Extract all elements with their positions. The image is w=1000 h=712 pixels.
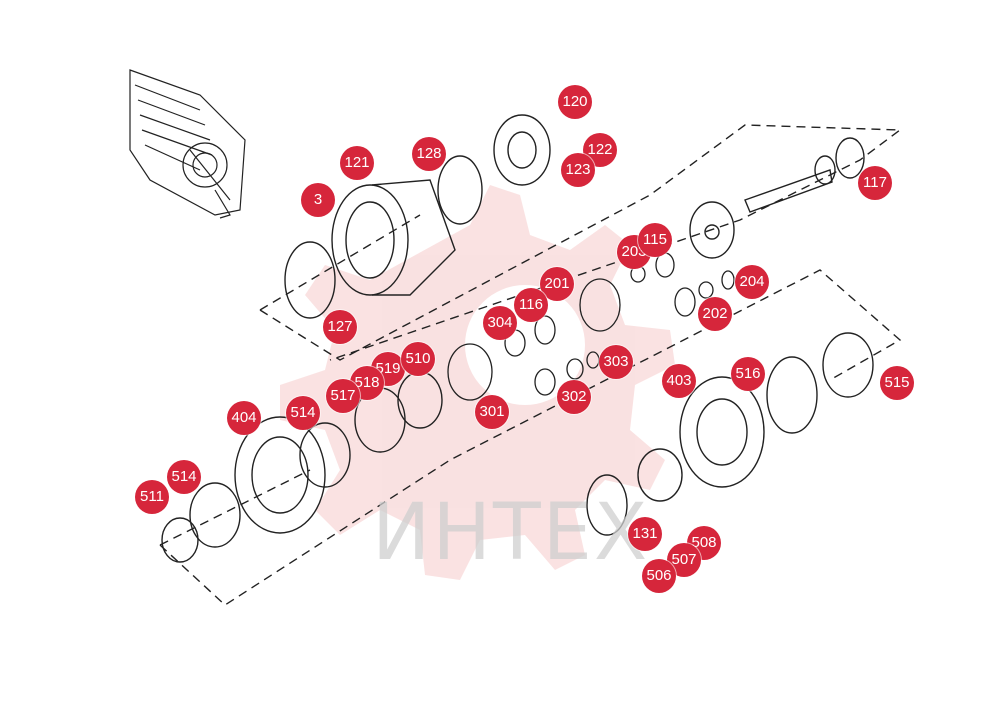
callout-510[interactable]: 510 xyxy=(401,342,435,376)
callout-514[interactable]: 514 xyxy=(167,460,201,494)
callout-121[interactable]: 121 xyxy=(340,146,374,180)
callout-115[interactable]: 115 xyxy=(638,223,672,257)
housing-3 xyxy=(331,179,456,296)
callout-403[interactable]: 403 xyxy=(662,364,696,398)
watermark-text: ИНТЕХ xyxy=(372,488,650,578)
o-ring-127 xyxy=(284,241,336,319)
callout-123[interactable]: 123 xyxy=(561,153,595,187)
cover-plate xyxy=(493,114,551,186)
callout-303[interactable]: 303 xyxy=(599,345,633,379)
callout-514[interactable]: 514 xyxy=(286,396,320,430)
callout-122[interactable]: 122 xyxy=(583,133,617,167)
machine-sketch xyxy=(129,69,246,219)
callout-517[interactable]: 517 xyxy=(326,379,360,413)
callout-120[interactable]: 120 xyxy=(558,85,592,119)
callout-302[interactable]: 302 xyxy=(557,380,591,414)
callout-131[interactable]: 131 xyxy=(628,517,662,551)
hub-403 xyxy=(586,332,874,536)
o-ring-128 xyxy=(437,155,483,225)
callout-117[interactable]: 117 xyxy=(858,166,892,200)
callout-506[interactable]: 506 xyxy=(642,559,676,593)
callout-404[interactable]: 404 xyxy=(227,401,261,435)
callout-204[interactable]: 204 xyxy=(735,265,769,299)
callout-116[interactable]: 116 xyxy=(514,288,548,322)
planet-carrier xyxy=(689,201,735,259)
callout-3[interactable]: 3 xyxy=(301,183,335,217)
shaft xyxy=(744,137,865,213)
callout-301[interactable]: 301 xyxy=(475,395,509,429)
callout-515[interactable]: 515 xyxy=(880,366,914,400)
callout-202[interactable]: 202 xyxy=(698,297,732,331)
callout-127[interactable]: 127 xyxy=(323,310,357,344)
gear-parts xyxy=(447,252,735,401)
callout-304[interactable]: 304 xyxy=(483,306,517,340)
callout-201[interactable]: 201 xyxy=(540,267,574,301)
callout-511[interactable]: 511 xyxy=(135,480,169,514)
callout-128[interactable]: 128 xyxy=(412,137,446,171)
callout-516[interactable]: 516 xyxy=(731,357,765,391)
bearing-rings xyxy=(161,371,443,563)
